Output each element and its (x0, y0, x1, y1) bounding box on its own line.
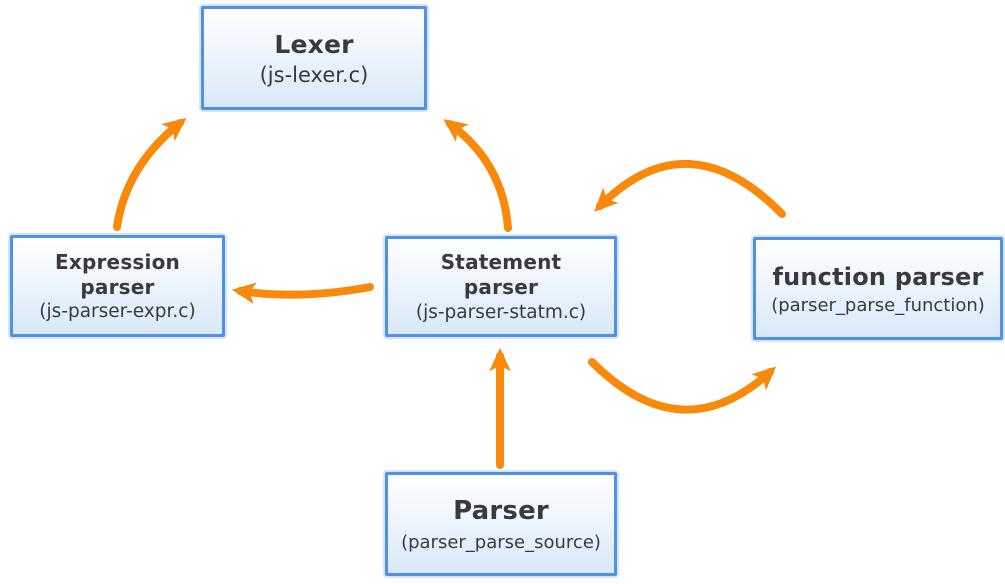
node-statement-parser-title-line1: Statement (440, 250, 562, 275)
node-expression-parser-title: Expression parser (55, 250, 180, 300)
node-lexer-subtitle: (js-lexer.c) (259, 63, 369, 88)
node-parser-title: Parser (453, 496, 549, 527)
node-expression-parser: Expression parser (js-parser-expr.c) (10, 235, 225, 337)
node-lexer: Lexer (js-lexer.c) (201, 6, 427, 110)
arrow-statement-to-expression (231, 282, 374, 305)
node-parser-subtitle: (parser_parse_source) (401, 531, 601, 553)
node-expression-parser-title-line2: parser (80, 274, 155, 299)
arrow-function-to-statement (594, 160, 786, 218)
arrow-statement-to-function (588, 358, 777, 414)
node-statement-parser-title-line2: parser (463, 275, 539, 299)
node-function-parser-title: function parser (772, 262, 984, 291)
node-expression-parser-title-line1: Expression (55, 249, 180, 274)
node-statement-parser-title: Statement parser (441, 250, 562, 300)
arrow-statement-to-lexer (443, 119, 512, 232)
node-lexer-title: Lexer (274, 29, 354, 59)
node-statement-parser: Statement parser (js-parser-statm.c) (385, 236, 617, 337)
node-function-parser: function parser (parser_parse_function) (753, 237, 1003, 340)
node-statement-parser-subtitle: (js-parser-statm.c) (415, 301, 587, 323)
node-parser: Parser (parser_parse_source) (385, 472, 617, 576)
node-function-parser-subtitle: (parser_parse_function) (771, 294, 985, 316)
node-expression-parser-subtitle: (js-parser-expr.c) (39, 301, 196, 323)
arrow-expression-to-lexer (113, 117, 187, 231)
